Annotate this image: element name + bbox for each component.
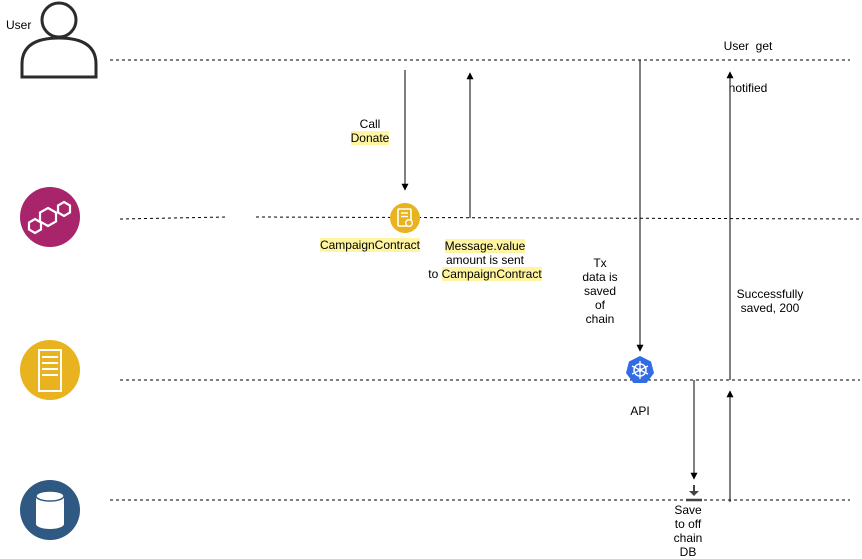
save-line-4: DB [679,545,697,559]
blockchain-lifeline-right [255,216,861,220]
user-notified-label: User get notified [708,11,788,109]
successfully-saved-label: Successfully saved, 200 [728,287,812,315]
server-icon [20,340,80,400]
kubernetes-icon [626,356,654,383]
user-label: User [6,18,31,32]
notified-line-2: notified [728,81,768,95]
save-line-1: Save [674,503,702,517]
save-db-label: Save to off chain DB [663,503,713,559]
user-icon [20,1,98,79]
campaign-contract-label: CampaignContract [314,238,426,252]
donate-text: Donate [350,131,390,145]
download-icon [686,485,702,502]
tx-line-1: Tx [593,256,607,270]
call-donate-label: Call Donate [340,117,400,145]
save-line-3: chain [673,531,703,545]
message-value-label: Message.value amount is sent to Campaign… [420,239,550,281]
user-label-text: User [6,18,32,32]
tx-line-2: data is [582,270,618,284]
api-label: API [610,404,670,418]
campaign-contract-text: CampaignContract [319,238,421,252]
to-campaign-contract-text: CampaignContract [441,267,542,281]
success-line-1: Successfully [736,287,804,301]
blockchain-lifeline-left [119,216,227,220]
tx-line-5: chain [585,312,615,326]
call-text: Call [359,117,381,131]
save-line-2: to off [674,517,702,531]
tx-line-3: saved [583,284,617,298]
tx-saved-label: Tx data is saved of chain [570,256,630,326]
message-value-text: Message.value [444,239,526,253]
amount-sent-text: amount is sent [445,253,525,267]
to-text: to [428,267,442,281]
success-line-2: saved, 200 [740,301,800,315]
database-icon [20,480,80,540]
api-text: API [630,404,650,418]
notified-line-1: User get [723,39,773,53]
tx-line-4: of [594,298,605,312]
blockchain-icon [20,187,80,247]
contract-icon [390,203,420,233]
